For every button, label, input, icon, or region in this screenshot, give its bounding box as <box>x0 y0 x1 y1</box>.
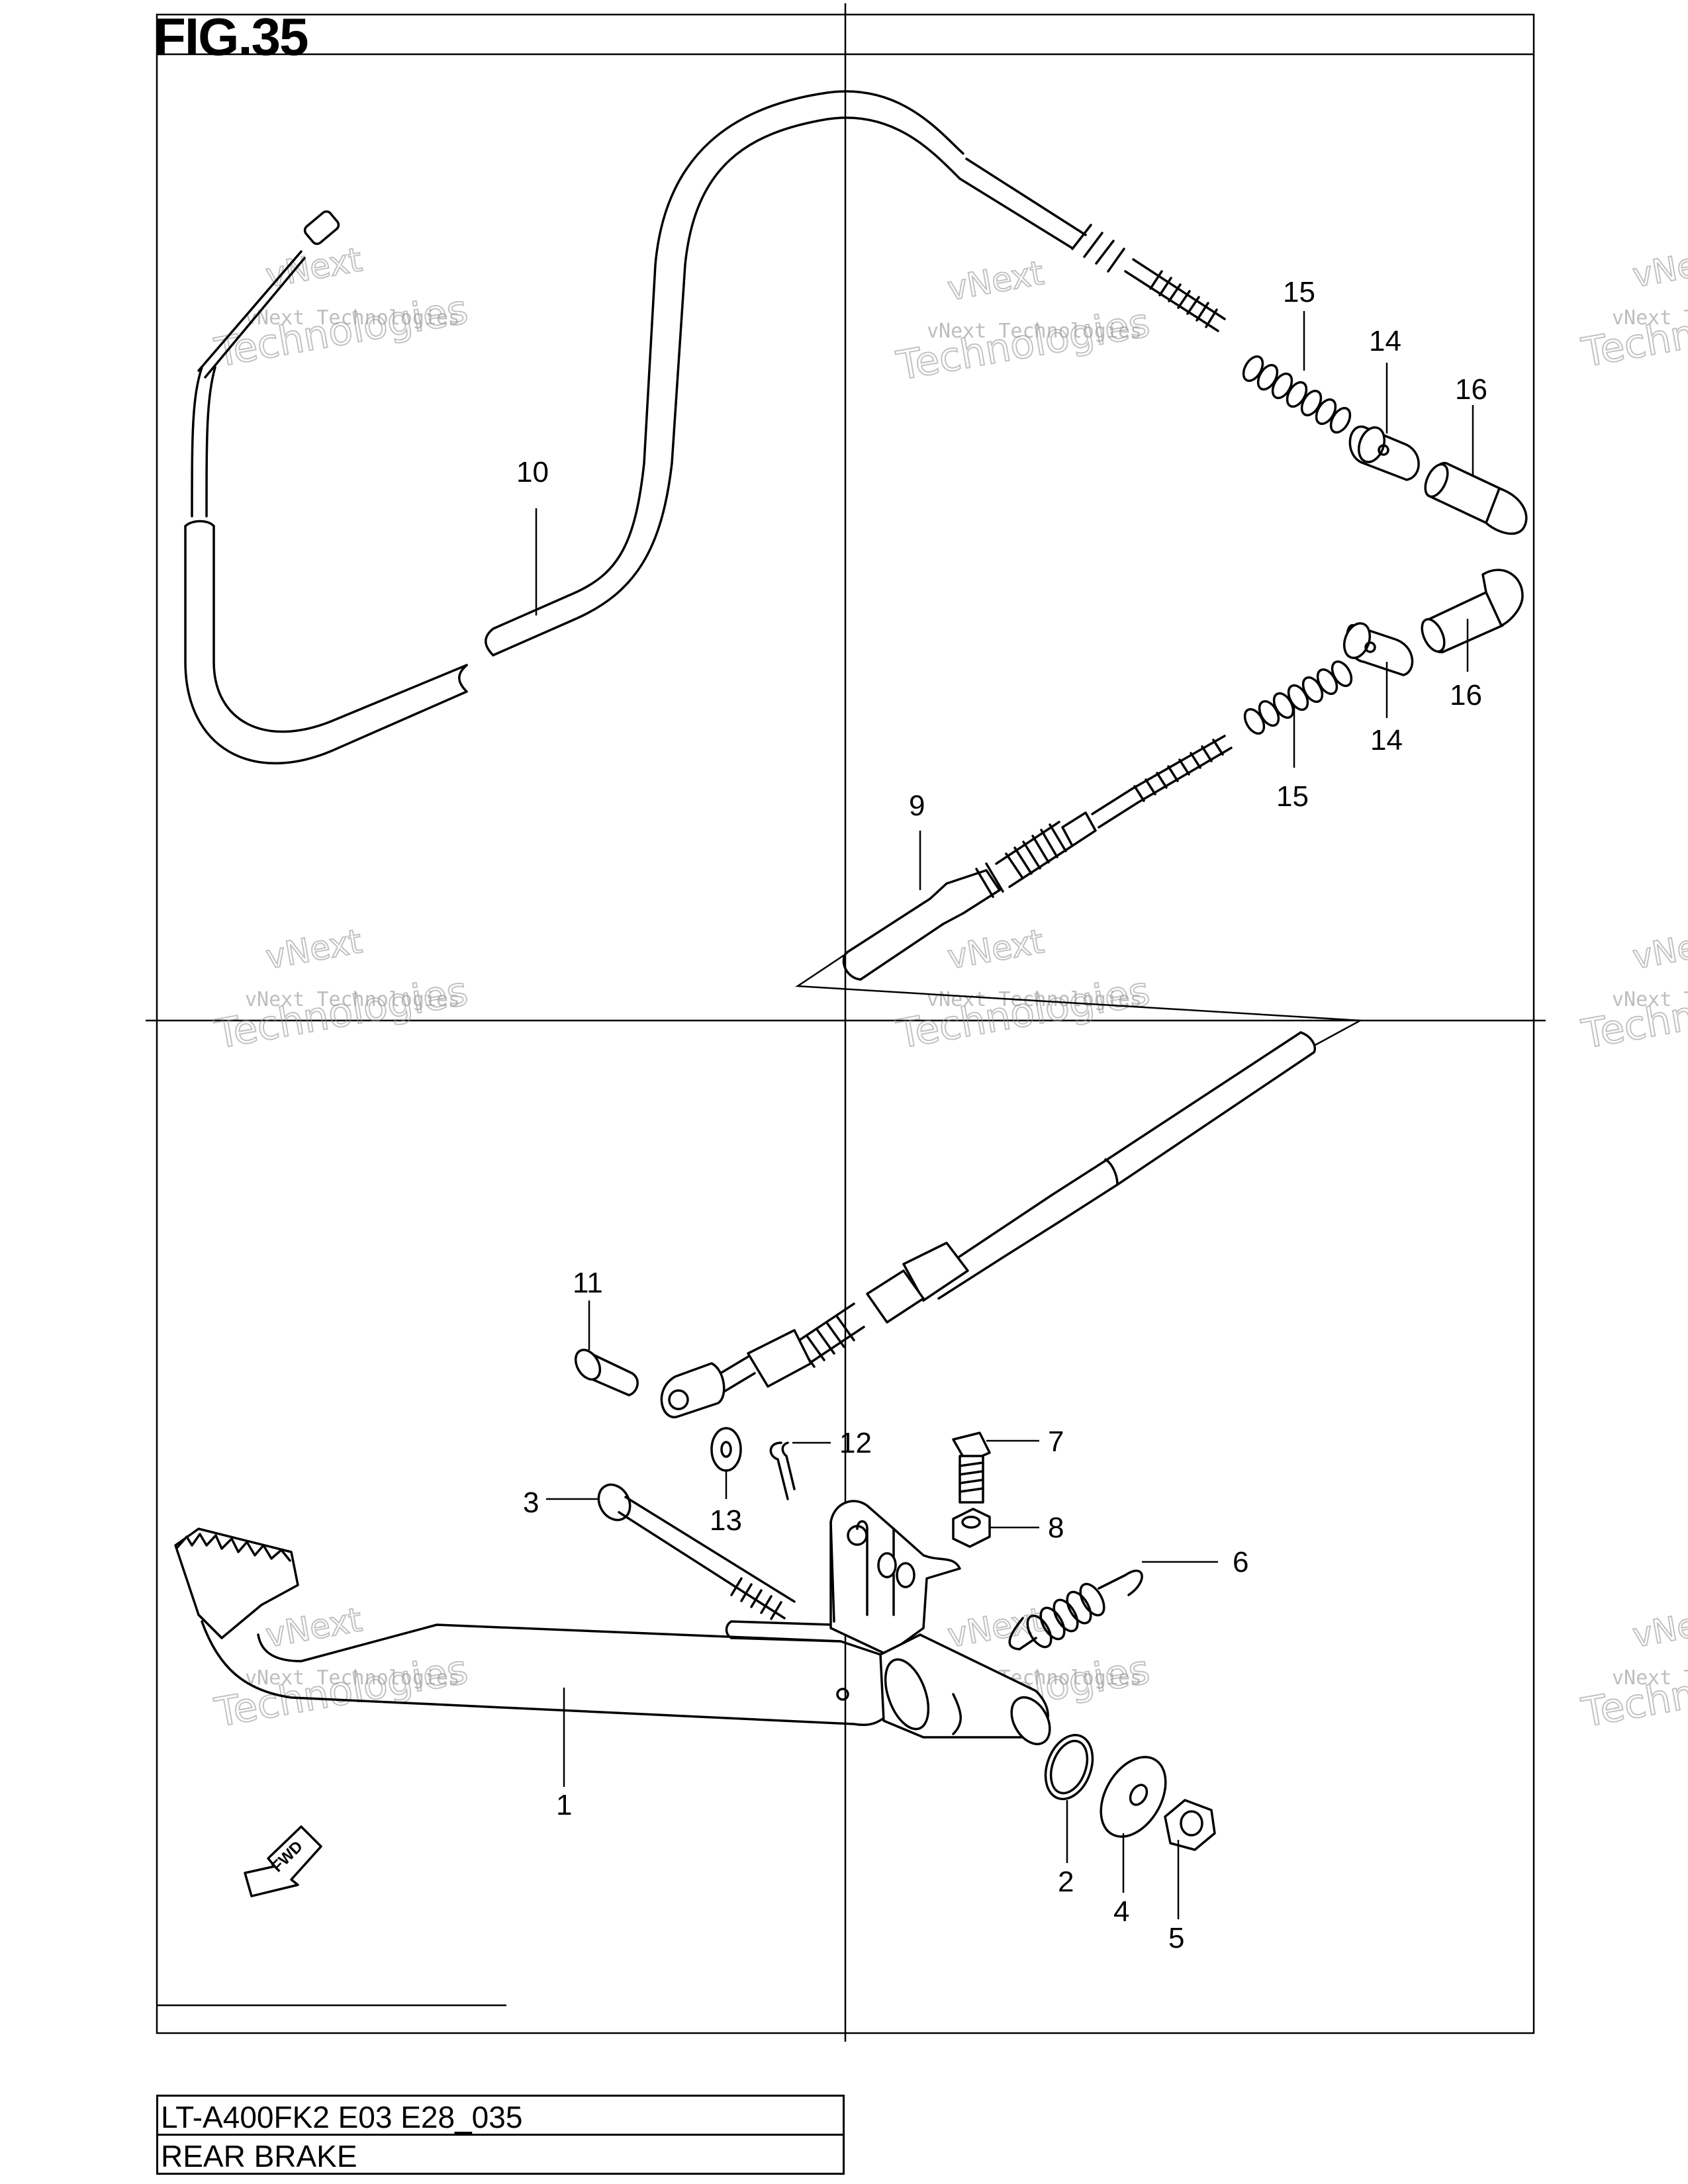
watermark-line1: vNext <box>263 240 365 295</box>
part-6-return-spring <box>1008 1569 1143 1651</box>
callout-1: 1 <box>556 1789 572 1821</box>
part-16-pin-lower <box>1421 569 1524 653</box>
callout-10: 10 <box>516 456 549 488</box>
part-14-joint-upper <box>1348 426 1420 481</box>
part-1-brake-pedal <box>174 1500 1051 1745</box>
watermark-line1: vNext <box>1630 922 1688 976</box>
part-4-washer <box>1100 1756 1167 1838</box>
part-16-pin-upper <box>1424 462 1528 535</box>
part-12-cotter-pin <box>769 1441 796 1500</box>
callout-14-upper: 14 <box>1369 325 1401 357</box>
watermark-line3: Technologies <box>211 968 471 1058</box>
cable-break-connector <box>795 952 1364 1047</box>
part-3-pivot-bolt <box>597 1483 796 1620</box>
callout-14-lower: 14 <box>1370 724 1403 756</box>
part-15-spring-lower <box>1243 660 1353 735</box>
watermark-line2: vNext Technologies <box>927 320 1142 343</box>
part-13-washer <box>710 1427 742 1472</box>
part-8-nut <box>952 1508 991 1548</box>
callout-labels: 10 9 15 14 16 16 14 15 11 12 13 3 7 8 6 … <box>516 276 1487 1954</box>
callout-7: 7 <box>1048 1426 1064 1458</box>
part-9-lower-cable-continuation <box>660 1031 1316 1419</box>
section-name-box: REAR BRAKE <box>156 2134 845 2175</box>
watermark-line3: Technologies <box>211 1647 471 1737</box>
callout-2: 2 <box>1058 1866 1074 1898</box>
callout-12: 12 <box>839 1427 872 1459</box>
watermark-line2: vNext Technologies <box>1612 1666 1688 1690</box>
part-14-joint-lower <box>1342 622 1414 676</box>
part-10-upper-brake-cable <box>184 90 1226 765</box>
watermark-line3: Technologies <box>1578 287 1688 377</box>
callout-5: 5 <box>1168 1922 1184 1954</box>
watermark-line1: vNext <box>1630 240 1688 295</box>
part-5-nut <box>1164 1799 1216 1851</box>
watermark-line1: vNext <box>945 922 1047 976</box>
callout-8: 8 <box>1048 1512 1064 1544</box>
watermark-line3: Technologies <box>893 300 1153 390</box>
watermark-line2: vNext Technologies <box>245 1666 460 1690</box>
callout-9: 9 <box>909 790 925 822</box>
callout-13: 13 <box>710 1504 742 1537</box>
callout-11: 11 <box>573 1267 603 1299</box>
callout-15-lower: 15 <box>1276 780 1309 813</box>
callout-15-upper: 15 <box>1283 276 1315 308</box>
watermark-line2: vNext Technologies <box>245 988 460 1011</box>
fwd-direction-marker: FWD <box>244 1825 322 1897</box>
leader-lines <box>535 311 1474 1919</box>
watermark-line2: vNext Technologies <box>245 306 460 330</box>
callout-6: 6 <box>1233 1546 1248 1578</box>
callout-16-upper: 16 <box>1455 373 1487 406</box>
part-15-spring-upper <box>1242 355 1352 434</box>
drawing-frame <box>146 3 1546 2042</box>
watermark-line2: vNext Technologies <box>927 988 1142 1011</box>
figure-title: FIG.35 <box>154 7 309 66</box>
watermark-line2: vNext Technologies <box>1612 988 1688 1011</box>
watermark-line1: vNext <box>945 253 1047 308</box>
watermark-line1: vNext <box>1630 1600 1688 1655</box>
watermark-line3: Technologies <box>1578 1647 1688 1737</box>
callout-4: 4 <box>1113 1895 1129 1928</box>
part-9-lower-brake-cable <box>842 735 1233 981</box>
part-7-bolt <box>952 1432 991 1504</box>
watermark-line3: Technologies <box>1578 968 1688 1058</box>
watermark-line1: vNext <box>945 1600 1047 1655</box>
watermark-line3: Technologies <box>893 968 1153 1058</box>
part-11-clevis-pin <box>574 1348 639 1396</box>
watermark-line3: Technologies <box>211 287 471 377</box>
callout-16-lower: 16 <box>1450 679 1482 711</box>
part-2-o-ring <box>1044 1733 1094 1801</box>
watermark-line1: vNext <box>263 922 365 976</box>
watermark-line1: vNext <box>263 1600 365 1655</box>
watermark-group: vNext vNext Technologies Technologies vN… <box>211 240 1688 1737</box>
model-code-box: LT-A400FK2 E03 E28_035 <box>156 2095 845 2136</box>
callout-3: 3 <box>523 1486 539 1519</box>
watermark-line2: vNext Technologies <box>1612 306 1688 330</box>
